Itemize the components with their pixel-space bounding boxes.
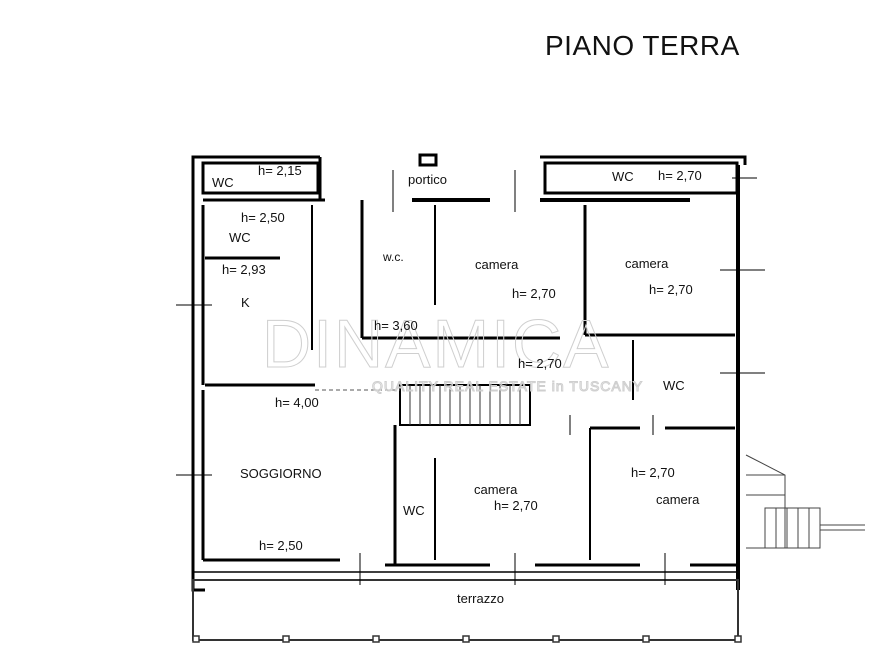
- height-label-camera-center-top: h= 2,70: [512, 286, 556, 301]
- height-label-camera-center-bottom: h= 2,70: [494, 498, 538, 513]
- room-label-portico: portico: [408, 172, 448, 187]
- height-label-camera-right-bottom: h= 2,70: [631, 465, 675, 480]
- height-label-wc-top-right: h= 2,70: [658, 168, 702, 183]
- room-label-wc-left: WC: [229, 230, 251, 245]
- room-label-camera-center-top: camera: [475, 257, 519, 272]
- height-label-wc-left: h= 2,50: [241, 210, 285, 225]
- room-label-camera-center-bottom: camera: [474, 482, 518, 497]
- room-label-wc-top-left: WC: [212, 175, 234, 190]
- room-label-camera-right-bottom: camera: [656, 492, 700, 507]
- watermark-tagline: QUALITY REAL ESTATE in TUSCANY: [371, 378, 644, 395]
- height-label-soggiorno-bottom: h= 2,50: [259, 538, 303, 553]
- plan-title: PIANO TERRA: [545, 30, 740, 61]
- height-label-hall: h= 2,70: [518, 356, 562, 371]
- height-label-wc-small: h= 3,60: [374, 318, 418, 333]
- room-label-wc-top-right: WC: [612, 169, 634, 184]
- room-label-wc-bottom: WC: [403, 503, 425, 518]
- room-label-kitchen: K: [241, 295, 250, 310]
- room-label-camera-right-top: camera: [625, 256, 669, 271]
- height-label-wc-top-left: h= 2,15: [258, 163, 302, 178]
- room-label-wc-right: WC: [663, 378, 685, 393]
- height-label-camera-right-top: h= 2,70: [649, 282, 693, 297]
- room-label-soggiorno: SOGGIORNO: [240, 466, 322, 481]
- room-label-terrazzo: terrazzo: [457, 591, 504, 606]
- height-label-kitchen: h= 2,93: [222, 262, 266, 277]
- room-label-wc-small: w.c.: [383, 250, 404, 264]
- watermark-brand: DINAMICA: [261, 306, 611, 383]
- height-label-soggiorno-top: h= 4,00: [275, 395, 319, 410]
